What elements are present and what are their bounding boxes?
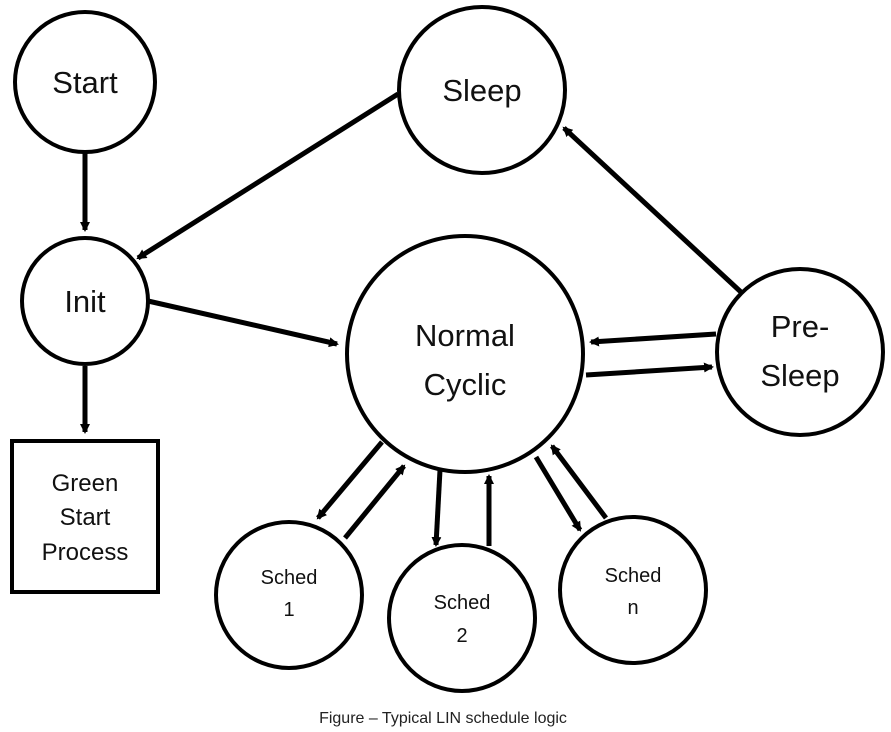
schedn-label-line2: n	[627, 597, 638, 619]
schedn-node	[558, 515, 708, 665]
init-label: Init	[64, 284, 106, 319]
pre-sleep-node	[715, 267, 885, 437]
edge-pre-sleep-to-normal-cyclic	[589, 331, 717, 347]
edge-normal-cyclic-to-sched2	[431, 469, 443, 547]
edge-schedn-to-normal-cyclic	[550, 444, 608, 520]
sched2-label-line2: 2	[456, 625, 467, 647]
normal-cyclic-label-line2: Cyclic	[424, 367, 507, 402]
normal-cyclic-label-line1: Normal	[415, 318, 515, 353]
init-node	[20, 236, 150, 366]
figure-caption: Figure – Typical LIN schedule logic	[319, 710, 567, 727]
sleep-label: Sleep	[442, 73, 521, 108]
green-start-label-line1: Green	[52, 470, 119, 497]
edge-normal-cyclic-to-schedn	[533, 455, 583, 532]
sleep-node	[397, 5, 567, 175]
sched1-label-line1: Sched	[261, 567, 318, 589]
edge-pre-sleep-to-sleep	[562, 126, 744, 295]
edge-sleep-to-init	[136, 91, 400, 261]
sched1-node	[214, 520, 364, 670]
sched1-label-line2: 1	[283, 599, 294, 621]
green-start-process-node	[10, 439, 160, 594]
edge-init-to-normal-cyclic	[147, 298, 339, 348]
sched2-node	[387, 543, 537, 693]
edge-normal-cyclic-to-pre-sleep	[585, 362, 714, 378]
start-label: Start	[52, 65, 118, 100]
pre-sleep-label-line1: Pre-	[771, 309, 830, 344]
pre-sleep-label-line2: Sleep	[760, 358, 839, 393]
edge-normal-cyclic-to-sched1	[316, 440, 384, 520]
normal-cyclic-node	[345, 234, 585, 474]
schedn-label-line1: Sched	[605, 565, 662, 587]
green-start-label-line3: Process	[42, 539, 129, 566]
edge-sched1-to-normal-cyclic	[343, 464, 406, 540]
sched2-label-line1: Sched	[434, 592, 491, 614]
green-start-label-line2: Start	[60, 504, 111, 531]
start-node	[13, 10, 157, 154]
